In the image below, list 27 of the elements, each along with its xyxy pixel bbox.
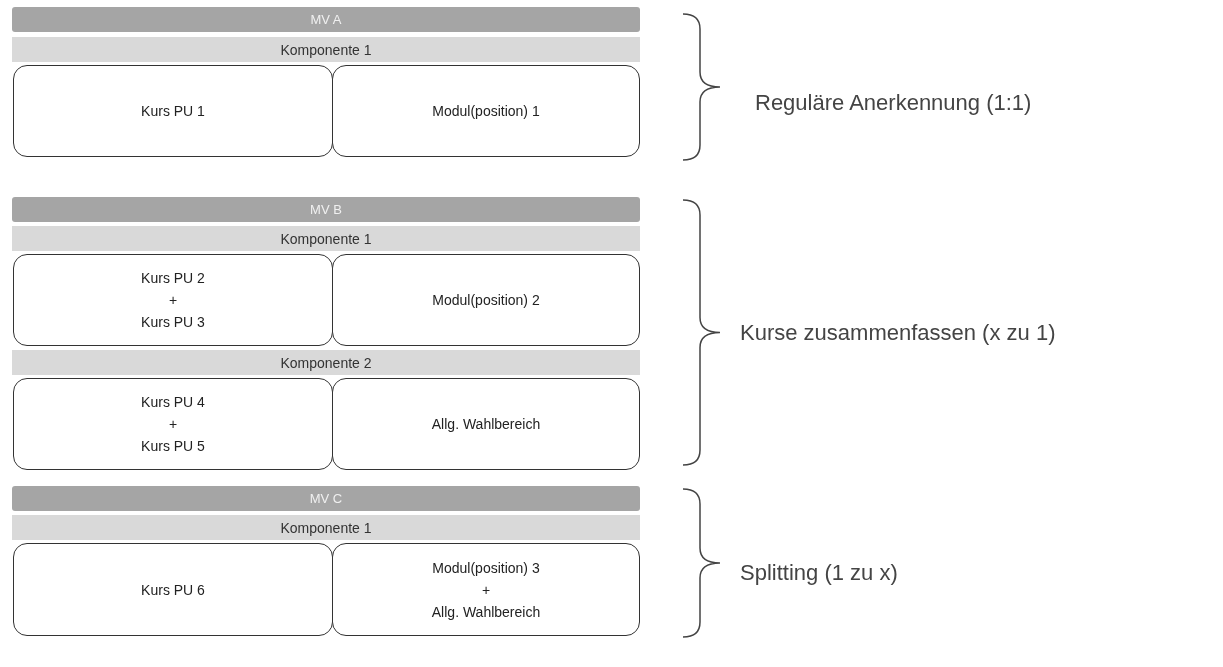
rounded-box [13, 254, 333, 346]
component-bar: Komponente 1 [12, 37, 640, 62]
rounded-box: Modul(position) 2 [332, 254, 640, 346]
box-text: Modul(position) 3 [432, 558, 540, 578]
rounded-box: Kurs PU 6 [13, 543, 333, 636]
rounded-box [13, 378, 333, 470]
box-text: + [168, 415, 178, 434]
rounded-box: Allg. Wahlbereich [332, 378, 640, 470]
rounded-box: Kurs PU 1 [13, 65, 333, 157]
group-header-bar: MV C [12, 486, 640, 511]
box-text: Allg. Wahlbereich [431, 602, 541, 622]
rounded-box [332, 543, 640, 636]
brace-label: Kurse zusammenfassen (x zu 1) [740, 320, 1056, 346]
box-text: Kurs PU 5 [141, 437, 205, 456]
brace-label: Splitting (1 zu x) [740, 560, 898, 586]
brace-label: Reguläre Anerkennung (1:1) [755, 90, 1032, 116]
box-text: Kurs PU 4 [141, 393, 205, 412]
box-text: + [168, 291, 178, 310]
component-bar: Komponente 2 [12, 350, 640, 375]
component-bar: Komponente 1 [12, 515, 640, 540]
box-text: Kurs PU 3 [141, 313, 205, 332]
group-header-bar: MV A [12, 7, 640, 32]
box-text: + [481, 580, 491, 600]
component-bar: Komponente 1 [12, 226, 640, 251]
rounded-box: Modul(position) 1 [332, 65, 640, 157]
box-text: Kurs PU 2 [141, 269, 205, 288]
group-header-bar: MV B [12, 197, 640, 222]
